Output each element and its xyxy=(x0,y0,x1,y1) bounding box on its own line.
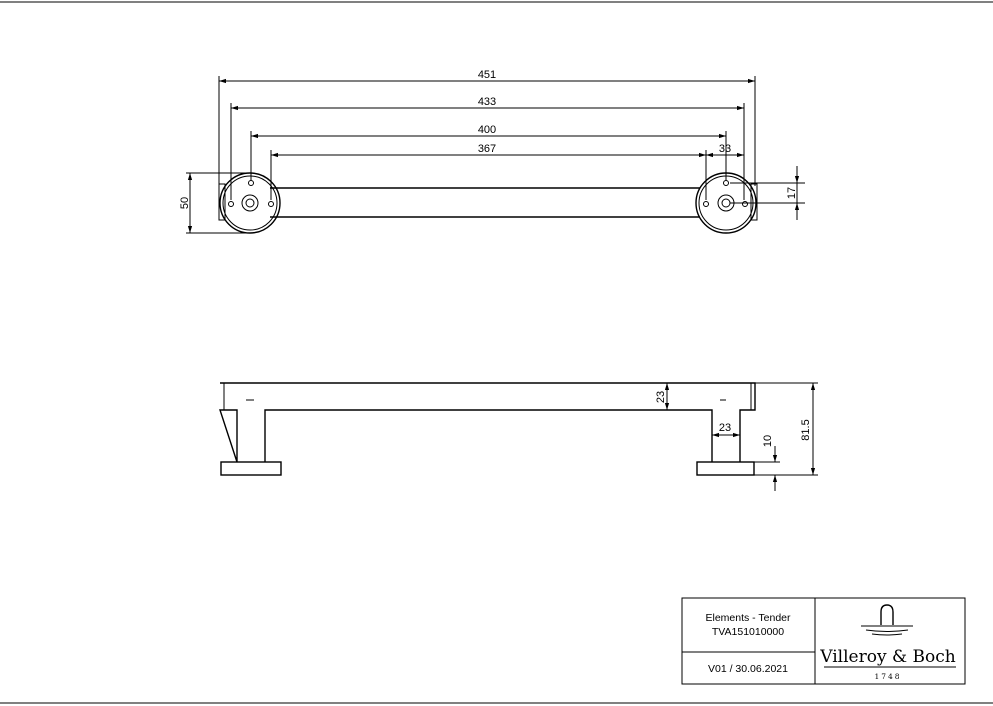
dim-total-depth: 81.5 xyxy=(800,419,812,440)
logo-arch-icon xyxy=(880,604,894,625)
brand-name: Villeroy & Boch xyxy=(819,647,956,667)
brand-year: 1748 xyxy=(874,672,901,681)
screw-hole xyxy=(248,180,254,186)
left-base xyxy=(220,461,282,476)
title-block: Elements - Tender TVA151010000 V01 / 30.… xyxy=(681,597,966,685)
series-name: Elements - Tender xyxy=(705,612,791,624)
side-extension-lines xyxy=(754,382,818,476)
side-view: 23 23 10 81.5 xyxy=(219,382,818,491)
dim-bar-height: 23 xyxy=(655,391,667,403)
screw-hole xyxy=(268,201,274,207)
side-dimension-lines xyxy=(664,383,816,491)
dim-base-height: 10 xyxy=(762,435,774,447)
dim-outer-mount: 433 xyxy=(478,96,496,108)
article-number: TVA151010000 xyxy=(712,626,784,638)
dimension-lines xyxy=(187,78,800,233)
dim-hole-centers: 400 xyxy=(478,124,496,136)
dim-overall-length: 451 xyxy=(478,69,496,81)
screw-hole xyxy=(723,180,729,186)
brand-logo: Villeroy & Boch 1748 xyxy=(819,604,956,681)
dim-rose-offset: 33 xyxy=(719,143,731,155)
extension-lines xyxy=(186,76,805,234)
screw-hole xyxy=(228,201,234,207)
dim-rose-diameter: 50 xyxy=(179,197,191,209)
screw-hole xyxy=(742,201,748,207)
top-view: 451 433 400 367 33 50 17 xyxy=(179,69,805,234)
right-backplate xyxy=(750,183,758,221)
dim-post-width: 23 xyxy=(719,422,731,434)
version-date: V01 / 30.06.2021 xyxy=(708,663,788,675)
left-backplate xyxy=(218,183,226,221)
bar-profile xyxy=(219,382,756,463)
right-base xyxy=(696,461,755,476)
screw-hole xyxy=(703,201,709,207)
dim-inner-length: 367 xyxy=(478,143,496,155)
dim-hole-offset: 17 xyxy=(786,187,798,199)
